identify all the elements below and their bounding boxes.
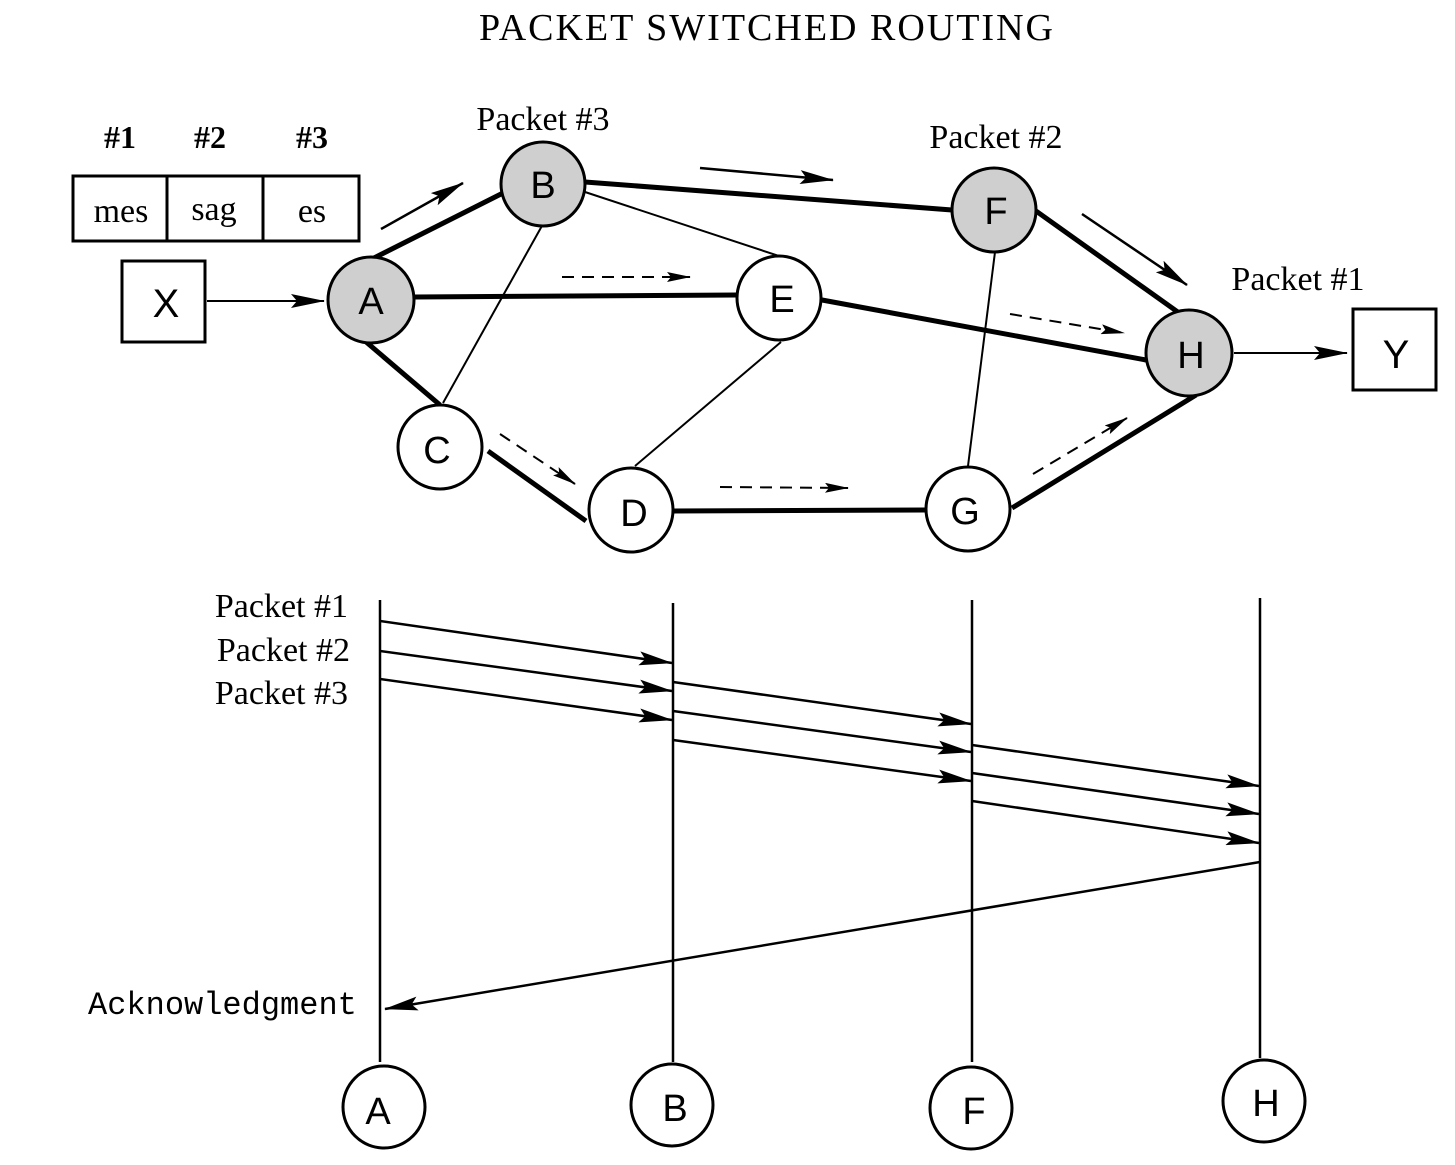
fragment-mes: mes [94,193,149,230]
message-box [71,174,361,243]
packet-2-location-label: Packet #2 [929,119,1062,156]
station-f-circle [928,1065,1014,1151]
node-e-label: E [769,279,794,321]
link-a-c [363,339,442,407]
node-d: D [587,466,675,554]
route-arrows-dashed [499,272,1128,493]
link-e-h [821,297,1147,363]
link-b-f [584,179,953,213]
destination-label: Y [1383,333,1410,377]
link-g-h [1010,392,1198,511]
node-d-label: D [620,493,647,535]
station-b-label: B [662,1088,687,1130]
node-a: A [326,255,416,345]
destination-host-y: Y [1351,307,1438,392]
node-g-circle [924,465,1012,553]
arrow-d-g [719,482,849,493]
node-f-label: F [984,191,1007,233]
node-f: F [950,166,1038,254]
arrow-g-h [1032,417,1128,475]
link-a-b [368,190,505,263]
node-g-label: G [950,491,980,533]
link-f-g [967,251,996,467]
packet-3-a-to-b [379,677,673,723]
station-a: A [341,1064,427,1150]
station-b: B [629,1062,715,1148]
node-a-label: A [358,281,384,323]
node-b-circle [499,140,587,228]
link-f-h [1034,208,1191,323]
node-h-label: H [1177,335,1204,377]
packet-1-b-to-f [672,680,972,727]
node-h-circle [1144,308,1234,398]
source-label: X [153,282,180,326]
timing-label-packet-1: Packet #1 [215,588,348,625]
station-h-circle [1221,1058,1307,1144]
message-packets: #1 #2 #3 mes sag es [71,119,361,243]
link-b-c [442,223,544,404]
network-links-thin [207,191,1348,467]
timing-transmissions [379,619,1261,1011]
link-c-d [486,448,588,524]
station-a-label: A [365,1091,391,1133]
arrow-a-b [380,181,464,231]
node-g: G [924,465,1012,553]
fragment-sag: sag [191,191,236,228]
node-d-circle [587,466,675,554]
packet-1-location-label: Packet #1 [1231,261,1364,298]
packet-number-1: #1 [104,119,136,155]
packet-number-3: #3 [296,119,328,155]
packet-3-b-to-f [672,738,972,784]
timing-diagram: Packet #1 Packet #2 Packet #3 Acknowledg… [88,588,1307,1151]
packet-1-f-to-h [971,743,1260,789]
station-a-circle [341,1064,427,1150]
node-h: H [1144,308,1234,398]
packet-2-a-to-b [379,649,673,694]
link-d-g [671,507,926,514]
station-h: H [1221,1058,1307,1144]
destination-box [1351,307,1438,392]
packet-3-location-label: Packet #3 [476,101,609,138]
node-a-circle [326,255,416,345]
station-f: F [928,1065,1014,1151]
node-b-label: B [530,165,555,207]
packet-2-b-to-f [672,709,972,755]
packet-1-a-to-b [379,619,673,666]
arrow-e-h [1009,313,1125,335]
node-e-circle [735,254,823,342]
timing-label-packet-3: Packet #3 [215,675,348,712]
source-box [120,259,207,344]
node-e: E [735,254,823,342]
acknowledgment-h-to-a [384,860,1261,1011]
timing-label-packet-2: Packet #2 [217,632,350,669]
station-f-label: F [962,1091,985,1133]
link-e-d [634,341,782,467]
node-c-circle [396,403,484,491]
packet-number-2: #2 [194,119,226,155]
node-c: C [396,403,484,491]
route-arrows-solid [380,166,1188,287]
network-links-thick [363,179,1198,524]
link-b-e [584,191,780,257]
diagram-title: PACKET SWITCHED ROUTING [479,7,1055,49]
packet-3-f-to-h [971,799,1260,846]
station-b-circle [629,1062,715,1148]
fragment-es: es [298,193,326,230]
network-nodes: A B C D E F G H [326,140,1234,554]
station-h-label: H [1252,1083,1279,1125]
arrow-f-h [1081,212,1188,287]
source-host-x: X [120,259,207,344]
arrow-c-d [499,433,576,485]
arrow-b-f [699,166,834,185]
link-a-e [414,292,738,300]
node-f-circle [950,166,1038,254]
node-c-label: C [423,430,450,472]
acknowledgment-label: Acknowledgment [88,987,357,1024]
packet-2-f-to-h [971,771,1260,817]
node-b: B [499,140,587,228]
